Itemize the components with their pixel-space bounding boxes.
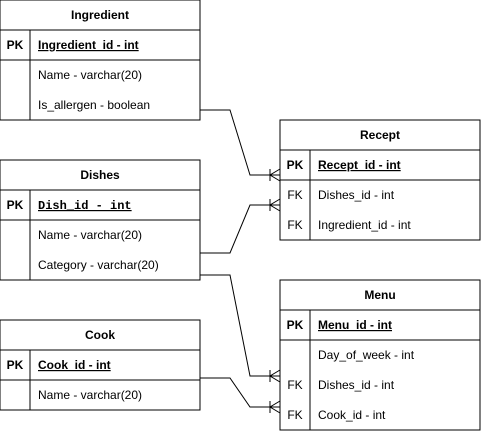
foreign-key-field: Cook_id - int [318, 408, 386, 422]
pk-label: PK [7, 358, 24, 372]
attribute-field: Name - varchar(20) [38, 388, 142, 402]
fk-label: FK [287, 218, 302, 232]
table-title: Cook [85, 328, 115, 342]
relationship-dishes-recept[interactable] [200, 204, 280, 254]
table-recept[interactable]: Recept PK Recept_id - int FK Dishes_id -… [279, 119, 481, 241]
foreign-key-field: Dishes_id - int [318, 378, 395, 392]
relationship-lines [200, 109, 281, 414]
pk-label: PK [7, 38, 24, 52]
attribute-field: Day_of_week - int [318, 348, 415, 362]
fk-label: FK [287, 408, 302, 422]
table-ingredient[interactable]: Ingredient PK Ingredient_id - int Name -… [0, 0, 201, 121]
pk-label: PK [287, 318, 304, 332]
attribute-field: Is_allergen - boolean [38, 98, 150, 112]
table-menu[interactable]: Menu PK Menu_id - int Day_of_week - int … [279, 279, 481, 431]
table-title: Dishes [80, 168, 120, 182]
crowfoot-icon [269, 400, 281, 414]
table-dishes[interactable]: Dishes PK Dish_id - int Name - varchar(2… [0, 159, 201, 281]
pk-label: PK [287, 158, 304, 172]
table-cook[interactable]: Cook PK Cook_id - int Name - varchar(20) [0, 319, 201, 411]
crowfoot-icon [269, 369, 281, 383]
pk-label: PK [7, 198, 24, 212]
primary-key-field: Dish_id - int [38, 199, 132, 213]
fk-label: FK [287, 188, 302, 202]
table-title: Menu [364, 288, 395, 302]
crowfoot-icon [269, 198, 281, 212]
fk-label: FK [287, 378, 302, 392]
attribute-field: Category - varchar(20) [38, 258, 159, 272]
primary-key-field: Menu_id - int [318, 318, 392, 332]
attribute-field: Name - varchar(20) [38, 228, 142, 242]
relationship-cook-menu[interactable] [200, 377, 280, 408]
table-title: Recept [360, 128, 400, 142]
foreign-key-field: Ingredient_id - int [318, 218, 411, 232]
primary-key-field: Recept_id - int [318, 158, 401, 172]
relationship-ingredient-recept[interactable] [200, 109, 280, 176]
foreign-key-field: Dishes_id - int [318, 188, 395, 202]
primary-key-field: Ingredient_id - int [38, 38, 139, 52]
relationship-dishes-menu[interactable] [200, 274, 280, 377]
primary-key-field: Cook_id - int [38, 358, 111, 372]
crowfoot-icon [269, 168, 281, 182]
attribute-field: Name - varchar(20) [38, 68, 142, 82]
table-title: Ingredient [71, 8, 129, 22]
